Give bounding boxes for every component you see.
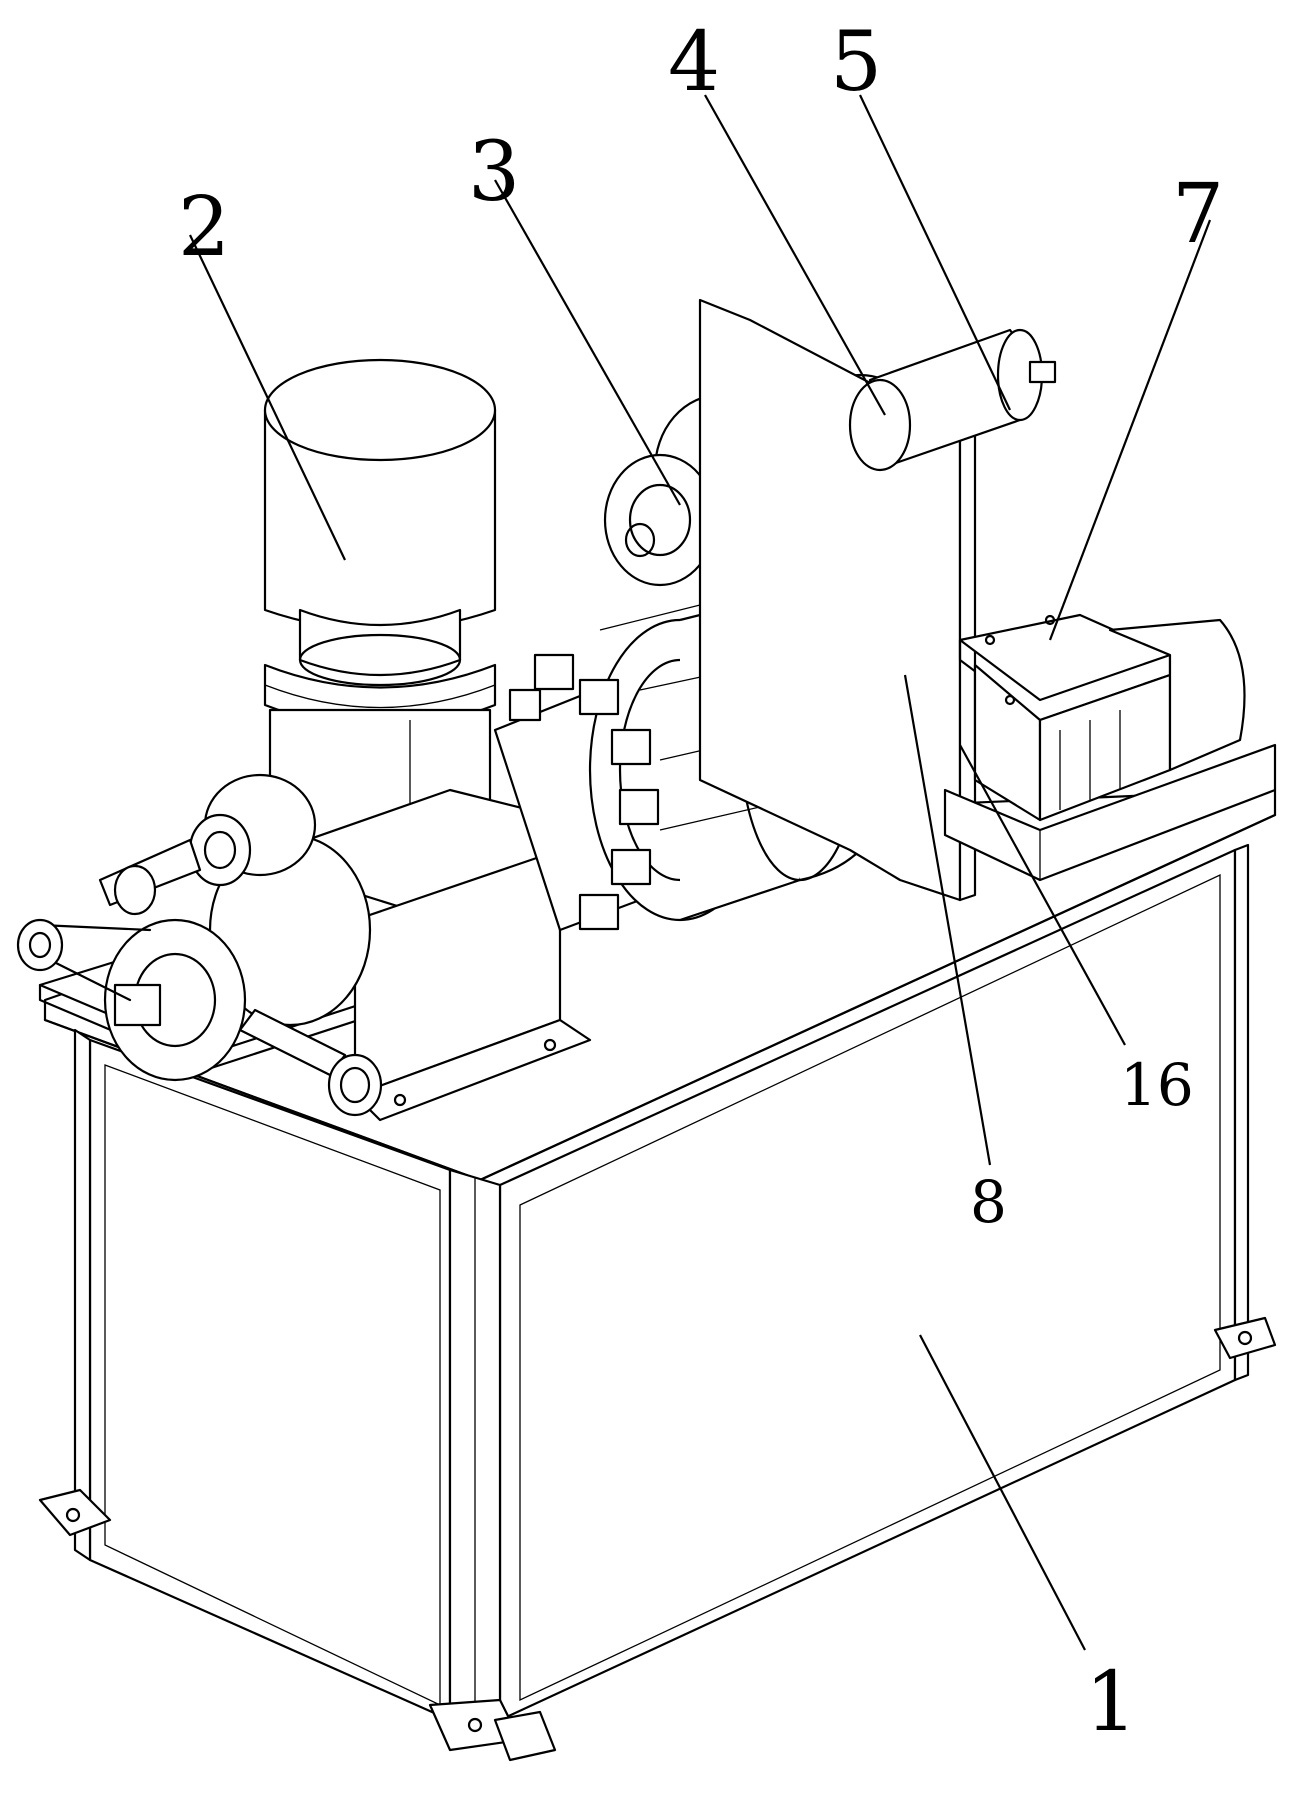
label-4: 4: [668, 15, 720, 110]
hopper: [263, 358, 497, 729]
cutter-unit: [943, 613, 1277, 882]
callout-labels: 1 2 3 4 5 7 8 16: [178, 15, 1224, 1750]
leader-lines: [189, 94, 1212, 1651]
label-2: 2: [178, 180, 230, 275]
label-16: 16: [1120, 1051, 1194, 1119]
label-1: 1: [1085, 1655, 1137, 1750]
left-drive: [16, 773, 383, 1117]
label-7: 7: [1172, 167, 1224, 262]
label-8: 8: [970, 1168, 1007, 1236]
label-5: 5: [830, 15, 882, 110]
feed-housing: [248, 708, 612, 1122]
support-plate: [698, 298, 1057, 902]
label-3: 3: [468, 125, 520, 220]
